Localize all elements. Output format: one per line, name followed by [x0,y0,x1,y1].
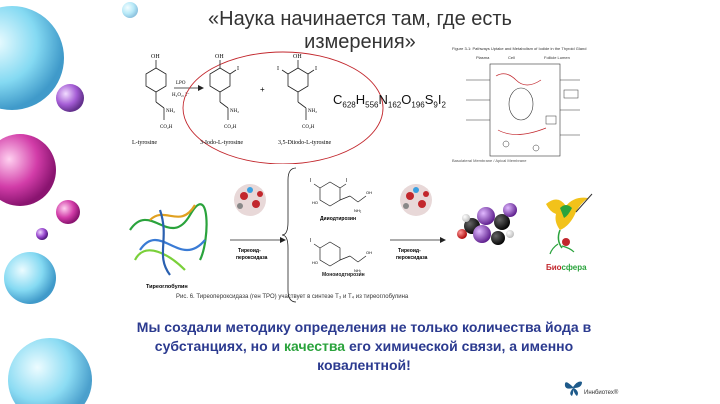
bubble-purple-tiny [36,228,48,240]
svg-text:LPO: LPO [176,81,186,86]
svg-text:CO₂H: CO₂H [224,125,237,130]
tyrosine-iodination-scheme: OH NH₂ CO₂H L-tyrosine LPO H₂O₂, I⁻ OH I… [132,51,384,164]
bubble-blue-bottom [8,338,92,404]
bubble-blue-faint [122,2,138,18]
svg-text:OH: OH [151,54,160,60]
label-thyroglobulin: Тиреоглобулин [146,283,188,290]
svg-text:NH₂: NH₂ [308,109,317,114]
pathway-figure-title: Figure 3-1: Pathways Uptake and Metaboli… [452,46,587,51]
svg-text:OH: OH [293,54,302,60]
bubble-pink-large [0,134,56,206]
svg-text:Тиреоид-: Тиреоид- [398,248,421,254]
svg-text:NH₂: NH₂ [354,208,362,213]
pathway-figure-caption: Basolateral Membrane / Apical Membrane [452,158,527,163]
svg-text:HO: HO [312,260,318,265]
svg-text:Тиреоид-: Тиреоид- [238,248,261,254]
svg-text:OH: OH [215,54,224,60]
space-filling-molecule [457,203,517,245]
l-tyrosine-structure [145,60,167,120]
bubble-blue-medium [4,252,56,304]
bracket [281,167,297,303]
svg-text:I: I [277,66,279,72]
bubble-pink-small [56,200,80,224]
svg-text:I: I [310,238,311,244]
svg-text:I: I [310,178,311,184]
svg-text:NH₂: NH₂ [166,109,175,114]
compound-label-1: L-tyrosine [132,140,157,146]
figure-caption: Рис. 6. Тиреопероксидаза (ген TPO) участ… [176,294,409,300]
label-monoiodotyrosine: Моноиодтирозин [322,272,365,278]
svg-text:CO₂H: CO₂H [160,125,173,130]
monoiodotyrosine-mid [313,241,367,267]
highlight-circle [182,51,384,164]
svg-text:I: I [346,178,347,184]
svg-text:пероксидаза: пероксидаза [396,255,428,261]
thyroglobulin-formula: C628H556N162O196S9I2 [333,92,446,110]
bubble-blue-large [0,6,64,110]
compound-label-2: 3-Iodo-L-tyrosine [200,140,243,146]
summary-text: Мы создали методику определения не тольк… [136,319,592,373]
compound-label-3: 3,5-Diiodo-L-tyrosine [278,140,331,146]
svg-text:I: I [315,66,317,72]
brand-biosfera: Биосфера [546,263,587,272]
molecule-cloud-right [400,184,432,216]
svg-text:Follicle Lumen: Follicle Lumen [544,55,570,60]
diiodotyrosine-structure [281,60,315,120]
svg-text:HO: HO [312,200,318,205]
diiodotyrosine-mid [313,181,367,207]
thyroglobulin-protein [129,203,208,276]
iodide-pathway-figure: Plasma Cell Follicle Lumen [446,40,594,170]
svg-text:NH₂: NH₂ [354,268,362,273]
svg-text:H₂O₂, I⁻: H₂O₂, I⁻ [172,93,190,98]
svg-text:OH: OH [366,250,372,255]
svg-text:I: I [237,66,239,72]
svg-text:CO₂H: CO₂H [302,125,315,130]
svg-text:+: + [260,85,265,94]
slide-title: «Наука начинается там, где есть измерени… [208,8,512,53]
svg-text:OH: OH [366,190,372,195]
pathway-arrows [495,73,547,135]
svg-text:пероксидаза: пероксидаза [236,255,268,261]
decorative-bubbles [0,2,138,404]
molecule-cloud-left [234,184,266,216]
svg-text:Plasma: Plasma [476,55,490,60]
label-diiodotyrosine: Дииодтирозин [320,216,356,222]
monoiodotyrosine-structure [209,60,237,120]
company-logo-text: Иннбиотех® [584,390,619,396]
thyroperoxidase-figure: Тиреоглобулин Тиреоид- пероксидаза I I HO… [129,167,517,303]
bubble-purple-small [56,84,84,112]
hummingbird-logo [546,193,593,255]
butterfly-logo-icon [564,381,582,396]
nucleus [508,87,534,121]
svg-text:NH₂: NH₂ [230,109,239,114]
svg-text:Cell: Cell [508,55,515,60]
